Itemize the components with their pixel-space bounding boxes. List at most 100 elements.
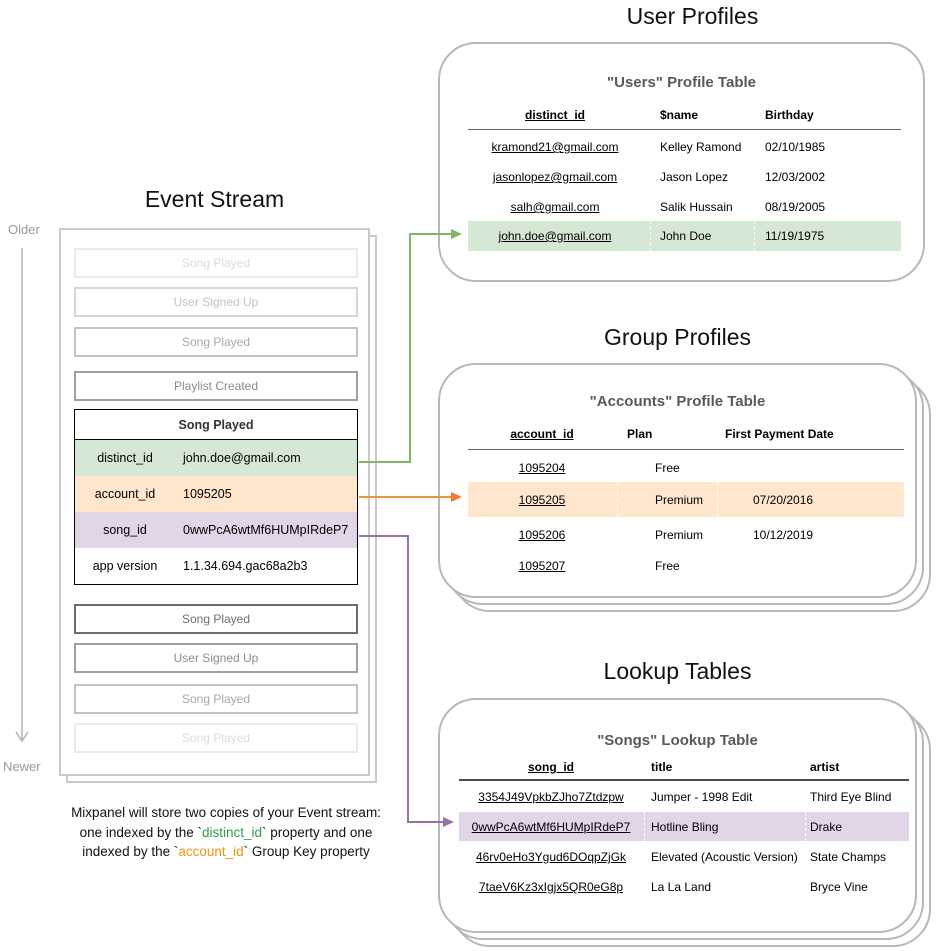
cell-account-id: 1095204	[518, 461, 566, 475]
property-key: song_id	[103, 523, 147, 537]
cell-title: Elevated (Acoustic Version)	[651, 850, 798, 864]
header-rule	[468, 449, 904, 450]
column-separator	[717, 482, 718, 517]
songs-table-title: "Songs" Lookup Table	[597, 732, 758, 749]
event-box: Song Played	[74, 327, 358, 357]
event-box: Playlist Created	[74, 371, 358, 401]
caption-line-1: Mixpanel will store two copies of your E…	[71, 805, 381, 820]
cell-birthday: 12/03/2002	[765, 170, 826, 184]
table-row: 1095206 Premium 10/12/2019	[468, 520, 904, 550]
column-separator	[650, 221, 651, 251]
column-header-song-id: song_id	[527, 760, 574, 774]
cell-account-id: 1095206	[518, 528, 566, 542]
caption-line-3: indexed by the `account_id` Group Key pr…	[82, 844, 370, 860]
event-label: Song Played	[181, 692, 251, 706]
older-label: Older	[8, 222, 40, 237]
column-header-plan: Plan	[627, 427, 653, 441]
cell-name: Kelley Ramond	[660, 140, 742, 154]
accounts-table-title: "Accounts" Profile Table	[589, 393, 766, 410]
users-table-title: "Users" Profile Table	[607, 74, 756, 91]
cell-birthday: 08/19/2005	[765, 200, 826, 214]
column-header-first-payment-date: First Payment Date	[725, 427, 834, 441]
event-box: Song Played	[74, 604, 358, 634]
cell-title: Jumper - 1998 Edit	[651, 790, 753, 804]
column-header-account-id: account_id	[510, 427, 574, 441]
event-label: Song Played	[181, 731, 251, 745]
property-key: distinct_id	[97, 451, 153, 465]
event-label: Song Played	[181, 335, 251, 349]
event-box: Song Played	[74, 723, 358, 753]
cell-first-payment-date: 10/12/2019	[753, 528, 814, 542]
column-separator	[617, 482, 618, 517]
table-row-highlighted: 1095205 Premium 07/20/2016	[468, 482, 904, 517]
column-header-distinct-id: distinct_id	[524, 108, 585, 122]
column-separator	[754, 221, 755, 251]
property-key: app version	[92, 559, 158, 573]
property-value: 0wwPcA6wtMf6HUMpIRdeP7	[183, 523, 349, 537]
cell-song-id: 3354J49VpkbZJho7Ztdzpw	[478, 790, 624, 804]
table-row-highlighted: john.doe@gmail.com John Doe 11/19/1975	[468, 221, 901, 251]
cell-artist: Third Eye Blind	[810, 790, 892, 804]
cell-plan: Free	[655, 461, 680, 475]
event-label: User Signed Up	[173, 651, 259, 665]
event-box: User Signed Up	[74, 643, 358, 673]
cell-song-id: 0wwPcA6wtMf6HUMpIRdeP7	[471, 819, 631, 834]
cell-first-payment-date: 07/20/2016	[753, 492, 814, 507]
table-row: jasonlopez@gmail.com Jason Lopez 12/03/2…	[468, 162, 901, 192]
cell-name: Jason Lopez	[660, 170, 729, 184]
event-label: Song Played	[181, 256, 251, 270]
cell-distinct-id: salh@gmail.com	[510, 200, 600, 214]
cell-song-id: 7taeV6Kz3xIgjx5QR0eG8p	[478, 880, 624, 894]
lookup-tables-title: Lookup Tables	[603, 658, 752, 684]
table-row: kramond21@gmail.com Kelley Ramond 02/10/…	[468, 132, 901, 162]
property-value: 1095205	[183, 487, 232, 501]
table-row-highlighted: 0wwPcA6wtMf6HUMpIRdeP7 Hotline Bling Dra…	[459, 812, 909, 841]
cell-title: Hotline Bling	[651, 819, 719, 834]
table-row: 1095207 Free	[468, 551, 904, 581]
event-stream-title: Event Stream	[144, 186, 285, 212]
header-rule	[459, 779, 909, 781]
cell-title: La La Land	[651, 880, 712, 894]
cell-plan: Free	[655, 559, 680, 573]
card-row-app-version: app version 1.1.34.694.gac68a2b3	[75, 548, 357, 584]
event-detail-card: Song Played distinct_id john.doe@gmail.c…	[74, 409, 358, 585]
group-profiles-container: "Accounts" Profile Table account_id Plan…	[438, 363, 917, 598]
newer-label: Newer	[3, 759, 41, 774]
table-row: 7taeV6Kz3xIgjx5QR0eG8p La La Land Bryce …	[459, 873, 909, 901]
property-value: john.doe@gmail.com	[183, 451, 301, 465]
column-header-name: $name	[660, 108, 699, 122]
user-profiles-container: "Users" Profile Table distinct_id $name …	[438, 42, 925, 282]
event-detail-card-title: Song Played	[74, 409, 358, 440]
cell-distinct-id: jasonlopez@gmail.com	[492, 170, 618, 184]
caption: Mixpanel will store two copies of your E…	[26, 803, 426, 862]
cell-song-id: 46rv0eHo3Ygud6DOqpZjGk	[475, 850, 627, 864]
timeline-arrow	[15, 248, 29, 743]
property-value: 1.1.34.694.gac68a2b3	[183, 559, 308, 573]
table-row: 3354J49VpkbZJho7Ztdzpw Jumper - 1998 Edi…	[459, 783, 909, 811]
cell-birthday: 02/10/1985	[765, 140, 826, 154]
event-label: User Signed Up	[173, 295, 259, 309]
caption-distinct-id: distinct_id	[201, 824, 263, 840]
cell-plan: Premium	[655, 528, 704, 542]
property-key: account_id	[94, 487, 156, 501]
card-row-distinct-id: distinct_id john.doe@gmail.com	[75, 440, 357, 476]
cell-plan: Premium	[655, 492, 704, 507]
event-box: User Signed Up	[74, 287, 358, 317]
cell-artist: Bryce Vine	[810, 880, 868, 894]
column-separator	[805, 812, 806, 841]
event-box: Song Played	[74, 684, 358, 714]
cell-distinct-id: john.doe@gmail.com	[498, 229, 612, 243]
column-header-title: title	[651, 760, 673, 774]
card-row-account-id: account_id 1095205	[75, 476, 357, 512]
card-row-song-id: song_id 0wwPcA6wtMf6HUMpIRdeP7	[75, 512, 357, 548]
lookup-tables-container: "Songs" Lookup Table song_id title artis…	[438, 698, 917, 933]
table-row: salh@gmail.com Salik Hussain 08/19/2005	[468, 192, 901, 222]
event-label: Playlist Created	[173, 379, 259, 393]
cell-name: Salik Hussain	[660, 200, 733, 214]
table-row: 1095204 Free	[468, 453, 904, 483]
cell-account-id: 1095207	[518, 559, 566, 573]
caption-line-2: one indexed by the `distinct_id` propert…	[79, 824, 373, 840]
caption-account-id: account_id	[178, 844, 244, 860]
table-row: 46rv0eHo3Ygud6DOqpZjGk Elevated (Acousti…	[459, 843, 909, 871]
